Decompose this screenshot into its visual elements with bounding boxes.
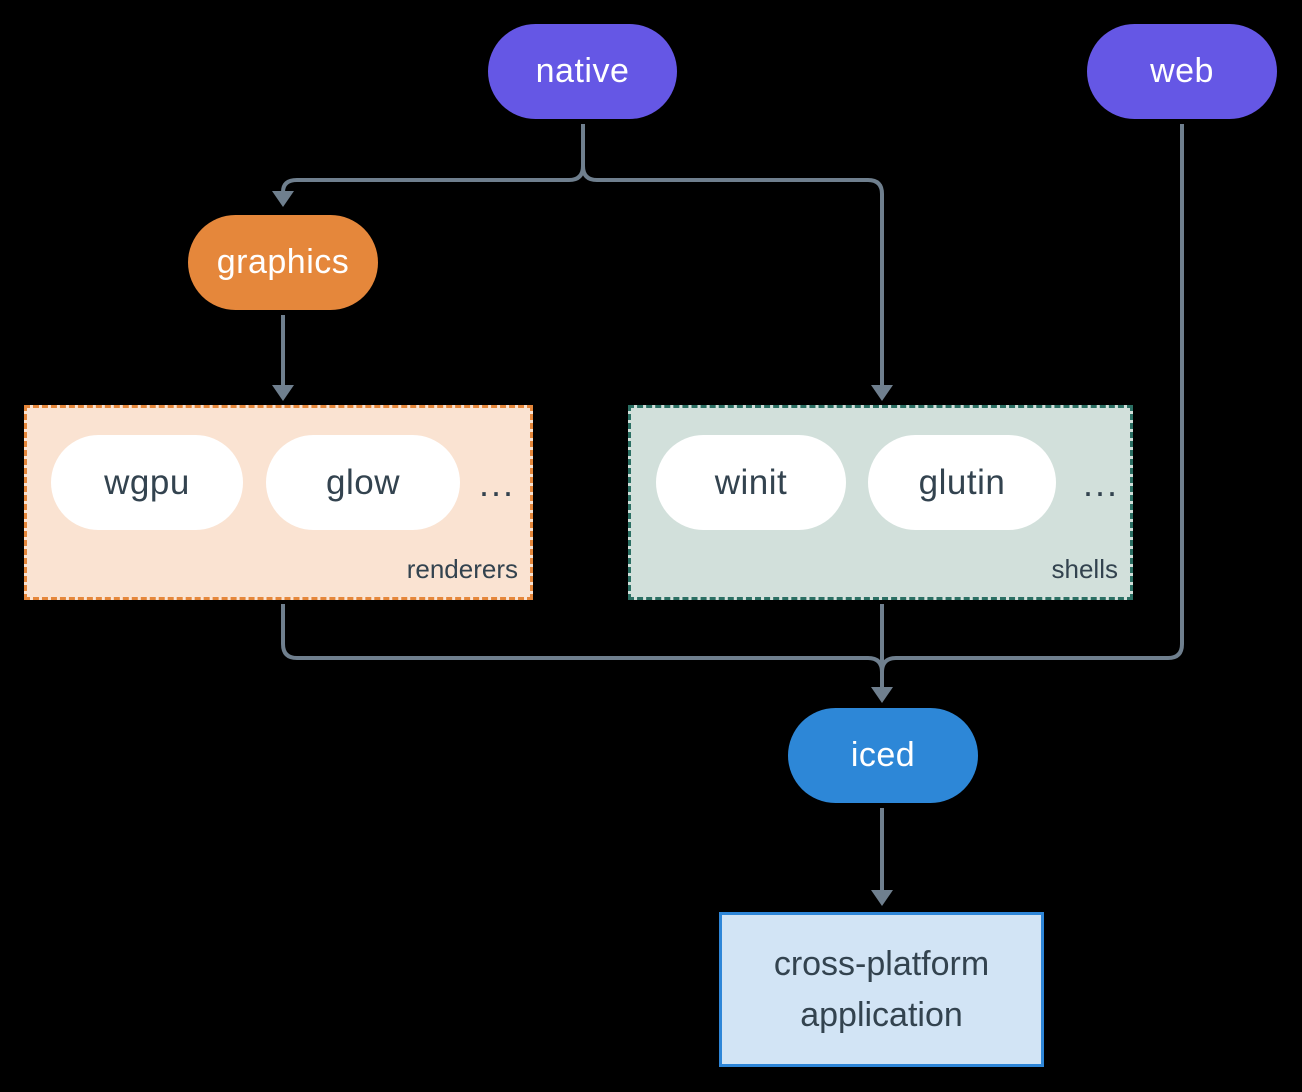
node-winit-label: winit (714, 462, 788, 502)
node-wgpu-label: wgpu (104, 462, 190, 502)
shells-more-ellipsis: ... (1082, 463, 1119, 504)
node-glutin-label: glutin (918, 462, 1006, 502)
arrowhead-into-graphics (272, 191, 294, 207)
arrowhead-into-shells (871, 385, 893, 401)
app-label-line1: cross-platform (773, 944, 990, 983)
app-label-line2: application (800, 995, 963, 1034)
node-web-label: web (1150, 52, 1214, 90)
group-shells-label: shells (1051, 554, 1118, 584)
node-graphics: graphics (188, 215, 378, 310)
arrowhead-into-app (871, 890, 893, 906)
edge-native-graphics (281, 124, 585, 193)
node-glutin: glutin (868, 435, 1056, 530)
node-native-label: native (535, 52, 630, 90)
node-cross-platform-application: cross-platform application (719, 912, 1044, 1067)
arrowhead-into-renderers (272, 385, 294, 401)
node-iced-label: iced (850, 736, 916, 774)
group-renderers: wgpu glow ... renderers (24, 405, 533, 600)
edge-native-shells (581, 124, 884, 386)
node-wgpu: wgpu (51, 435, 243, 530)
edge-renderers-junction (281, 604, 884, 673)
node-iced: iced (788, 708, 978, 803)
node-native: native (488, 24, 677, 119)
node-glow-label: glow (326, 462, 400, 502)
renderers-more-ellipsis: ... (478, 463, 515, 504)
group-shells: winit glutin ... shells (628, 405, 1133, 600)
node-web: web (1087, 24, 1277, 119)
node-winit: winit (656, 435, 846, 530)
node-graphics-label: graphics (216, 243, 350, 281)
arrowhead-into-iced (871, 687, 893, 703)
node-glow: glow (266, 435, 460, 530)
group-renderers-label: renderers (406, 554, 518, 584)
